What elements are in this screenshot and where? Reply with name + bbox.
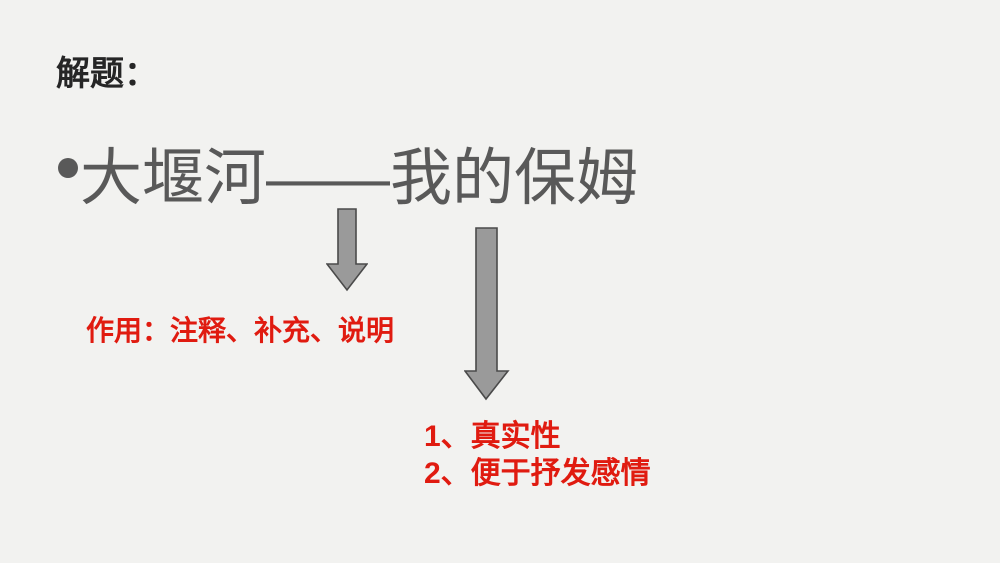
- annotation-right-note-2: 2、便于抒发感情: [424, 456, 651, 490]
- bullet-dot-icon: [58, 158, 78, 179]
- main-title-text: 大堰河——我的保姆: [80, 144, 639, 213]
- main-title-row: 大堰河——我的保姆: [58, 144, 639, 213]
- page-title: 解题：: [56, 55, 158, 93]
- down-arrow-long: [464, 227, 510, 402]
- annotation-right-notes: 1、真实性 2、便于抒发感情: [424, 419, 651, 492]
- annotation-left-note: 作用：注释、补充、说明: [86, 315, 395, 346]
- down-arrow-short: [326, 208, 368, 292]
- annotation-right-note-1: 1、真实性: [424, 420, 561, 453]
